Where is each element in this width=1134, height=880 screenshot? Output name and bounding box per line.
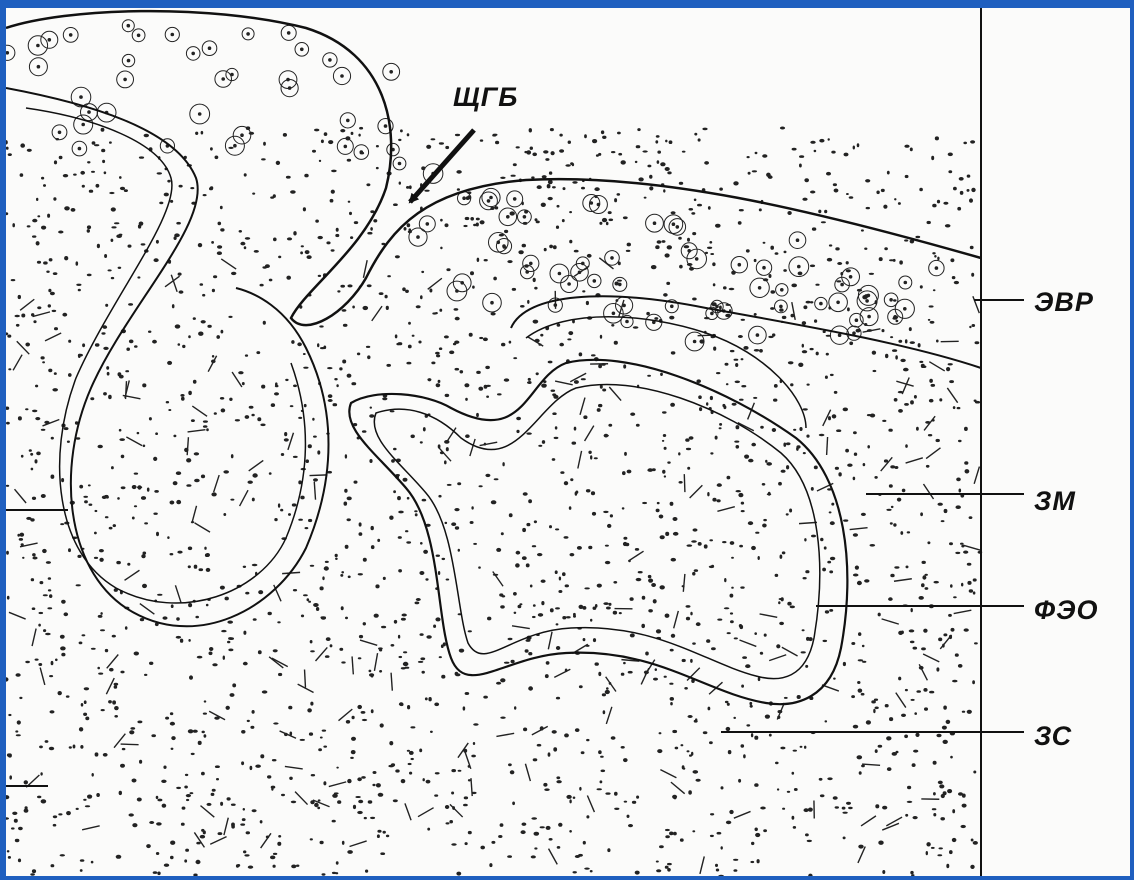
label-feo: ФЭО (1034, 595, 1099, 626)
tooth-germ-illustration (6, 8, 1130, 876)
label-zm: ЗМ (1034, 486, 1076, 517)
left-enamel-organ-inner (26, 108, 305, 603)
histology-drawing: ЩГБ ЭВР ЗМ ФЭО ЗС (6, 8, 1130, 876)
tissue-texture (6, 20, 982, 876)
arrow-label: ЩГБ (453, 82, 518, 113)
right-enamel-organ-inner (374, 384, 819, 678)
epithelium-basement-line (511, 296, 981, 368)
label-evr: ЭВР (1034, 287, 1094, 318)
label-zs: ЗС (1034, 721, 1072, 752)
